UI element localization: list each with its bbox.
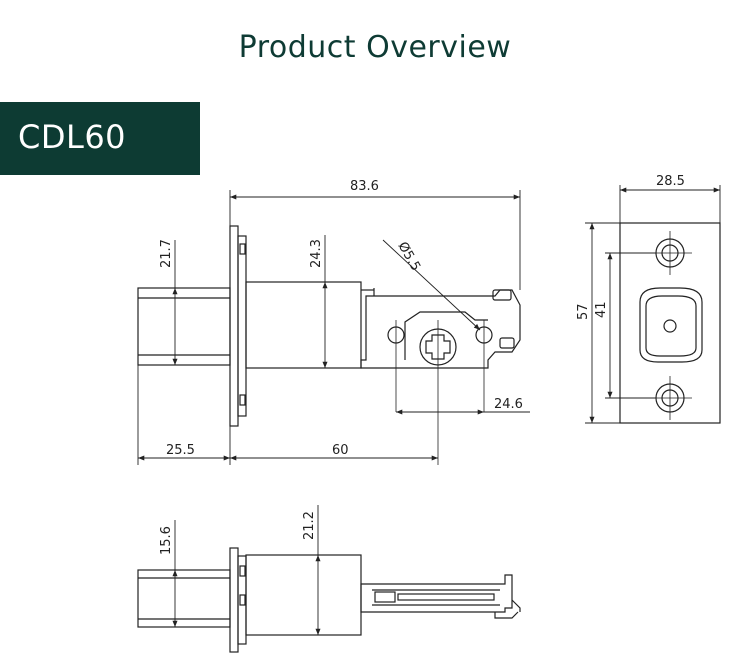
dim-backset: 60	[332, 443, 349, 458]
bottom-latch-body	[245, 554, 362, 636]
front-plate	[619, 222, 721, 424]
model-banner: CDL60	[0, 102, 200, 175]
side-view	[137, 225, 521, 465]
bottom-view-dimensions	[172, 505, 321, 635]
front-plate-dimensions	[585, 185, 721, 424]
bottom-face-plate	[229, 547, 239, 653]
dim-hole-spacing: 41	[594, 301, 609, 318]
latch-body	[245, 281, 362, 369]
dim-overall-length: 83.6	[350, 179, 379, 194]
page-title: Product Overview	[238, 30, 512, 65]
latch-frame	[360, 289, 521, 369]
model-label: CDL60	[18, 118, 127, 156]
front-plate-view	[619, 222, 721, 424]
dim-bottom-tube-height: 15.6	[159, 526, 174, 555]
bottom-view	[137, 547, 521, 653]
dim-hole-diameter: Ø5.5	[395, 240, 423, 274]
dim-plate-width: 28.5	[656, 174, 685, 189]
dim-bottom-body-height: 21.2	[302, 511, 317, 540]
side-view-dimensions	[137, 190, 530, 465]
face-plate	[229, 225, 239, 427]
dim-hole-offset: 24.6	[494, 397, 523, 412]
dim-plate-height: 57	[576, 303, 591, 320]
dim-tube-height: 21.7	[159, 239, 174, 268]
dim-tail-length: 25.5	[166, 443, 195, 458]
tail-tube	[137, 287, 231, 366]
latch-opening	[639, 287, 703, 363]
dim-body-height: 24.3	[309, 239, 324, 268]
